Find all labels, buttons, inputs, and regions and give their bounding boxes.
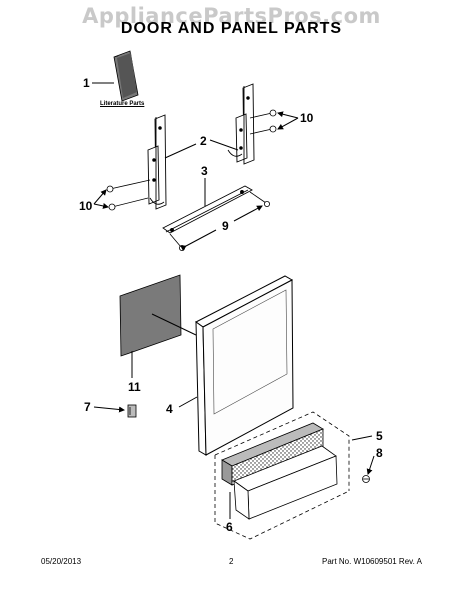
callout-11: 11 (128, 380, 141, 394)
callout-10-left: 10 (79, 199, 93, 213)
footer-date: 05/20/2013 (41, 557, 82, 566)
screws-right (249, 109, 277, 135)
left-hinge-bracket (147, 114, 167, 210)
door-panel-insulation (119, 274, 182, 357)
toe-kick-panel (233, 445, 338, 520)
literature-parts-label: Literature Parts (100, 101, 145, 107)
leader-line-9a (180, 229, 217, 251)
callout-8: 8 (376, 446, 383, 460)
literature-book-part (113, 50, 139, 102)
outer-door-panel (195, 275, 294, 456)
leader-line-4 (178, 396, 198, 408)
small-clip-part (127, 404, 137, 418)
callout-3: 3 (201, 164, 208, 178)
toe-panel-assembly-outline (214, 411, 350, 540)
leader-line-2b (164, 143, 197, 159)
leader-line-10a (277, 111, 299, 119)
callout-5: 5 (376, 429, 383, 443)
callout-4: 4 (166, 402, 173, 416)
leader-line-2a (209, 139, 239, 151)
page-title: DOOR AND PANEL PARTS (120, 20, 343, 37)
leader-line-10c (93, 189, 107, 205)
screws-left (106, 179, 151, 211)
watermark: AppliancePartsPros.com (82, 4, 381, 28)
panel-guide-line (151, 313, 197, 336)
leader-line-10b (277, 117, 299, 130)
right-hinge-bracket (227, 83, 255, 165)
leader-line-8 (366, 455, 375, 475)
callout-6: 6 (226, 520, 233, 534)
leader-line-5 (351, 435, 373, 441)
toe-insulation-pad (221, 422, 324, 486)
callout-1: 1 (83, 76, 90, 90)
callout-9: 9 (222, 219, 229, 233)
footer-part-number: Part No. W10609501 Rev. A (322, 557, 422, 566)
callout-10-right: 10 (300, 111, 314, 125)
toe-panel-screw (362, 475, 370, 483)
leader-line-9b (233, 205, 263, 222)
callout-2: 2 (200, 134, 207, 148)
footer-page-number: 2 (229, 557, 234, 566)
leader-line-10d (93, 203, 109, 209)
door-rail-part (162, 185, 253, 234)
callout-7: 7 (84, 400, 91, 414)
leader-line-7 (93, 406, 125, 413)
